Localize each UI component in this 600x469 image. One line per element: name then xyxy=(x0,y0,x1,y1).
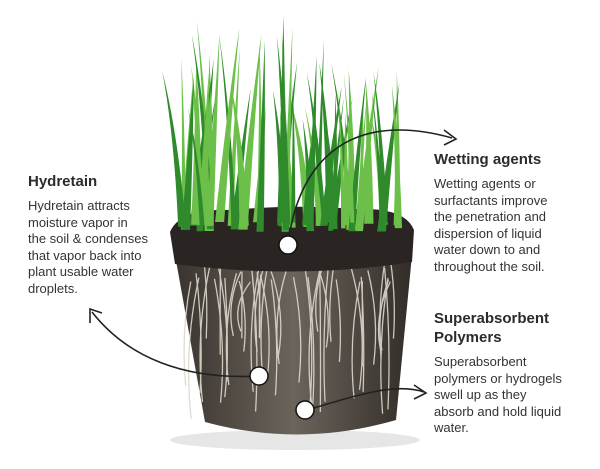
grass-blade xyxy=(364,79,374,224)
hydretain-title: Hydretain xyxy=(28,173,98,190)
wetting-agents-marker xyxy=(278,235,298,255)
grass-blade xyxy=(282,109,289,231)
root-ball xyxy=(175,255,412,435)
root-strand xyxy=(270,279,278,396)
grass-blade xyxy=(180,74,194,230)
grass-blade xyxy=(290,84,296,223)
polymers-callout: Superabsorbent Polymers Superabsorbent p… xyxy=(434,309,594,437)
grass-blade xyxy=(306,72,326,223)
grass-blade xyxy=(206,33,220,226)
root-strand xyxy=(383,268,390,410)
root-strand xyxy=(251,269,258,412)
wetting-agents-title: Wetting agents xyxy=(434,151,542,168)
hydretain-description: Hydretain attracts moisture vapor in the… xyxy=(28,198,148,296)
grass-blade xyxy=(187,107,205,226)
grass-blade xyxy=(355,98,367,229)
root-strand xyxy=(187,277,200,420)
root-strand xyxy=(238,280,246,352)
grass-blade xyxy=(230,83,249,226)
root-strand xyxy=(367,270,377,365)
root-strand xyxy=(260,263,269,377)
wetting-agents-description: Wetting agents or surfactants improve th… xyxy=(434,176,548,274)
grass-blade xyxy=(302,119,315,232)
polymers-description: Superabsorbent polymers or hydrogels swe… xyxy=(434,354,562,435)
polymers-title: Superabsorbent Polymers xyxy=(434,310,550,346)
root-strand xyxy=(183,281,192,387)
root-strand xyxy=(292,277,302,383)
wetting-agents-callout: Wetting agents Wetting agents or surfact… xyxy=(434,150,594,275)
grass-blade xyxy=(181,76,194,230)
polymers-arrow xyxy=(306,387,425,411)
root-strand xyxy=(213,278,224,403)
root-strand xyxy=(304,267,313,403)
hydretain-arrowhead xyxy=(89,307,103,323)
root-strands xyxy=(183,261,395,420)
root-strand xyxy=(390,262,395,339)
hydretain-marker xyxy=(249,366,269,386)
root-strand xyxy=(268,266,282,359)
polymers-arrowhead xyxy=(413,384,428,400)
root-strand xyxy=(319,274,329,348)
root-strand xyxy=(377,281,391,354)
grass-blade xyxy=(203,105,211,226)
wetting-agents-arrow xyxy=(287,129,453,245)
root-strand xyxy=(225,273,238,386)
root-strand xyxy=(203,265,208,339)
root-strand xyxy=(319,264,322,412)
grass-blade xyxy=(256,40,265,232)
root-strand xyxy=(350,267,363,390)
grass-blade xyxy=(341,112,349,226)
hydretain-arrow xyxy=(91,311,259,378)
grass-blade xyxy=(371,90,385,226)
root-strand xyxy=(323,267,329,402)
root-strand xyxy=(260,275,270,381)
grass-blade xyxy=(162,71,186,227)
root-strand xyxy=(276,270,287,365)
grass-blade xyxy=(343,72,355,223)
root-strand xyxy=(230,271,242,337)
root-strand xyxy=(307,276,315,412)
root-strand xyxy=(237,281,251,332)
root-strand xyxy=(199,266,211,403)
grass-blade xyxy=(391,84,403,229)
polymers-marker xyxy=(295,400,315,420)
root-strand xyxy=(254,266,265,352)
root-strand xyxy=(335,279,342,362)
grass-blade xyxy=(357,91,364,230)
hydretain-callout: Hydretain Hydretain attracts moisture va… xyxy=(28,172,178,297)
grass-blades xyxy=(162,15,403,232)
root-strand xyxy=(256,272,261,338)
wetting-agents-arrowhead xyxy=(443,129,458,146)
grass-blade xyxy=(306,55,317,225)
ground-shadow xyxy=(170,430,420,450)
grass-blade xyxy=(215,27,240,223)
grass-blade xyxy=(325,117,338,230)
